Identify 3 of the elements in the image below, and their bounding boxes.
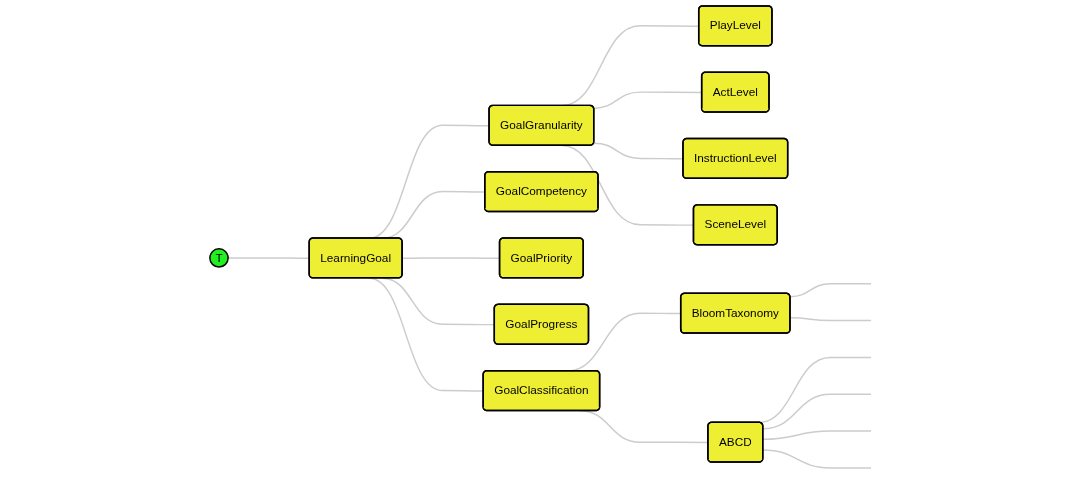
connector xyxy=(790,317,873,322)
connector xyxy=(789,283,873,298)
node-circle: T xyxy=(209,248,230,268)
